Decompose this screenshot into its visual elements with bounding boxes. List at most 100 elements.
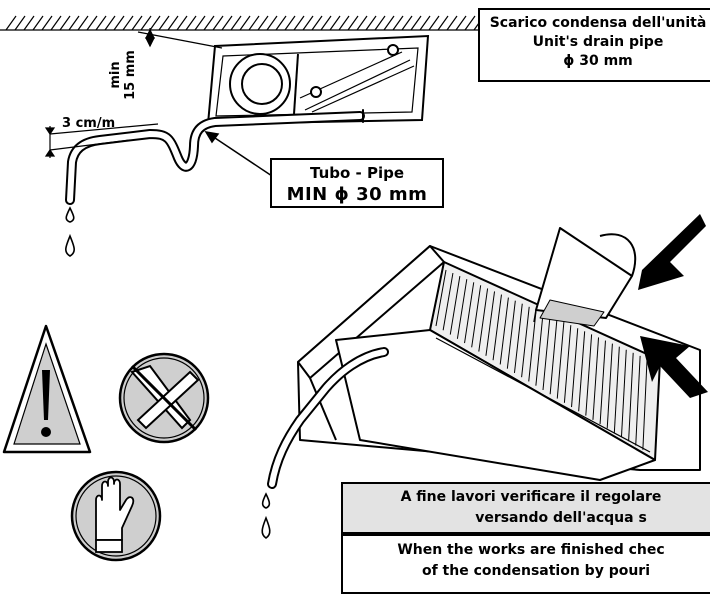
hatch-mark bbox=[95, 15, 107, 31]
grille-slat bbox=[521, 306, 530, 378]
hatch-mark bbox=[77, 15, 89, 31]
hatch-mark bbox=[185, 15, 197, 31]
grille-slat bbox=[578, 331, 586, 412]
grille-slat bbox=[556, 322, 565, 399]
grille-slat bbox=[471, 285, 482, 348]
note-italian: A fine lavori verificare il regolare ver… bbox=[341, 482, 710, 534]
drain-pipe bbox=[65, 109, 365, 205]
hatch-mark bbox=[158, 15, 170, 31]
slope-dimension bbox=[44, 123, 159, 158]
hatch-mark bbox=[356, 15, 368, 31]
hatch-mark bbox=[32, 15, 44, 31]
water-jug-icon bbox=[533, 227, 637, 327]
grille-slat bbox=[435, 269, 447, 327]
pipe-label-box: Tubo - Pipe MIN ϕ 30 mm bbox=[270, 158, 444, 208]
grille-slat bbox=[549, 319, 558, 395]
hatch-mark bbox=[68, 15, 80, 31]
hatch-mark bbox=[266, 15, 278, 31]
drain-label-line3: ϕ 30 mm bbox=[563, 53, 633, 69]
hatch-mark bbox=[140, 15, 152, 31]
hatch-mark bbox=[230, 15, 242, 31]
warning-triangle-icon bbox=[2, 324, 92, 454]
hatch-mark bbox=[428, 15, 440, 31]
ceiling-unit bbox=[206, 34, 430, 126]
grille-slat bbox=[571, 328, 579, 408]
ceiling-hatch bbox=[0, 15, 485, 31]
note-en-line1: When the works are finished chec bbox=[397, 542, 665, 558]
grille-slat bbox=[628, 352, 634, 442]
grille-slat bbox=[585, 334, 593, 416]
hatch-mark bbox=[410, 15, 422, 31]
hatch-mark bbox=[221, 15, 233, 31]
hatch-mark bbox=[347, 15, 359, 31]
grille-slat bbox=[456, 279, 468, 339]
protective-gloves-icon bbox=[70, 470, 162, 562]
grille-slat bbox=[528, 309, 537, 382]
hatch-mark bbox=[464, 15, 476, 31]
hatch-mark bbox=[59, 15, 71, 31]
hatch-mark bbox=[275, 15, 287, 31]
grille-slat bbox=[563, 325, 572, 403]
hatch-mark bbox=[122, 15, 134, 31]
hatch-mark bbox=[239, 15, 251, 31]
drain-label-line1: Scarico condensa dell'unità bbox=[489, 15, 707, 31]
hatch-mark bbox=[284, 15, 296, 31]
grille-slat bbox=[542, 315, 551, 391]
hatch-mark bbox=[113, 15, 125, 31]
grille-slat bbox=[642, 358, 648, 450]
note-it-line2: versando dell'acqua s bbox=[475, 510, 647, 526]
hatch-mark bbox=[41, 15, 53, 31]
pipe-label-line1: Tubo - Pipe bbox=[309, 164, 405, 182]
grille-slat bbox=[492, 294, 502, 361]
hatch-mark bbox=[203, 15, 215, 31]
hatch-mark bbox=[392, 15, 404, 31]
hatch-mark bbox=[455, 15, 467, 31]
hatch-mark bbox=[248, 15, 260, 31]
hatch-mark bbox=[23, 15, 35, 31]
hatch-mark bbox=[167, 15, 179, 31]
hatch-mark bbox=[293, 15, 305, 31]
grille-slat bbox=[620, 349, 627, 437]
hatch-mark bbox=[194, 15, 206, 31]
grille-slat bbox=[449, 276, 461, 335]
min-word: min bbox=[108, 61, 123, 89]
grille-slat bbox=[535, 312, 544, 386]
grille-slat bbox=[513, 303, 523, 373]
hatch-mark bbox=[437, 15, 449, 31]
fan-coil-unit bbox=[297, 245, 701, 481]
hatch-mark bbox=[338, 15, 350, 31]
grille-slat bbox=[506, 300, 516, 369]
grille-slat bbox=[442, 272, 454, 331]
hatch-mark bbox=[104, 15, 116, 31]
hatch-mark bbox=[5, 15, 17, 31]
hatch-mark bbox=[311, 15, 323, 31]
note-en-line2: of the condensation by pouri bbox=[421, 563, 651, 579]
grille-slat bbox=[635, 355, 641, 446]
unit-drain-hose bbox=[267, 347, 389, 489]
min-value: 15 mm bbox=[123, 50, 138, 100]
grille-slat bbox=[592, 337, 600, 420]
hatch-mark bbox=[365, 15, 377, 31]
pipe-leader bbox=[204, 130, 273, 177]
hatch-mark bbox=[14, 15, 26, 31]
hatch-mark bbox=[149, 15, 161, 31]
drain-label-line2: Unit's drain pipe bbox=[532, 34, 664, 50]
grille-slat bbox=[478, 288, 489, 352]
grille-slat bbox=[606, 343, 613, 429]
grille-slat bbox=[485, 291, 496, 356]
hatch-mark bbox=[383, 15, 395, 31]
hatch-mark bbox=[257, 15, 269, 31]
arrow-icon bbox=[638, 214, 708, 398]
hatch-mark bbox=[329, 15, 341, 31]
hatch-mark bbox=[50, 15, 62, 31]
hatch-mark bbox=[320, 15, 332, 31]
drain-label-box: Scarico condensa dell'unità Unit's drain… bbox=[478, 8, 710, 82]
slope-label: 3 cm/m bbox=[62, 116, 116, 131]
hatch-mark bbox=[212, 15, 224, 31]
hatch-mark bbox=[419, 15, 431, 31]
note-english: When the works are finished chec of the … bbox=[341, 534, 710, 594]
grille-slat bbox=[599, 340, 606, 425]
note-it-line1: A fine lavori verificare il regolare bbox=[400, 489, 662, 505]
grille-slat bbox=[613, 346, 620, 433]
